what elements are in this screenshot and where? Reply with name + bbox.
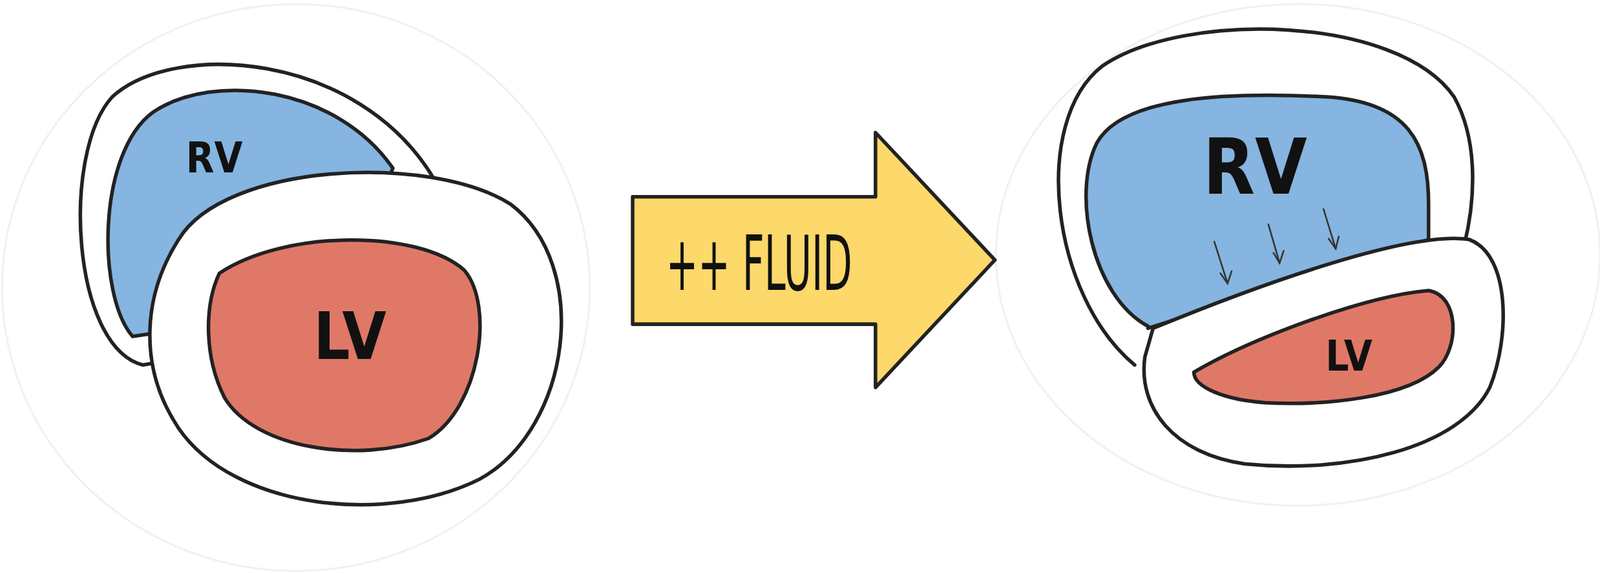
node-label: ++ FLUID — [666, 225, 853, 302]
ventricle-cavity: LV — [204, 226, 490, 457]
node-label: RV — [1203, 129, 1308, 208]
node-label: LV — [1325, 336, 1372, 379]
ventricle-cavity: LV — [1189, 285, 1465, 411]
node-label: LV — [313, 303, 387, 370]
fluid-arrow: ++ FLUID — [630, 130, 998, 391]
node-label: RV — [186, 136, 243, 179]
